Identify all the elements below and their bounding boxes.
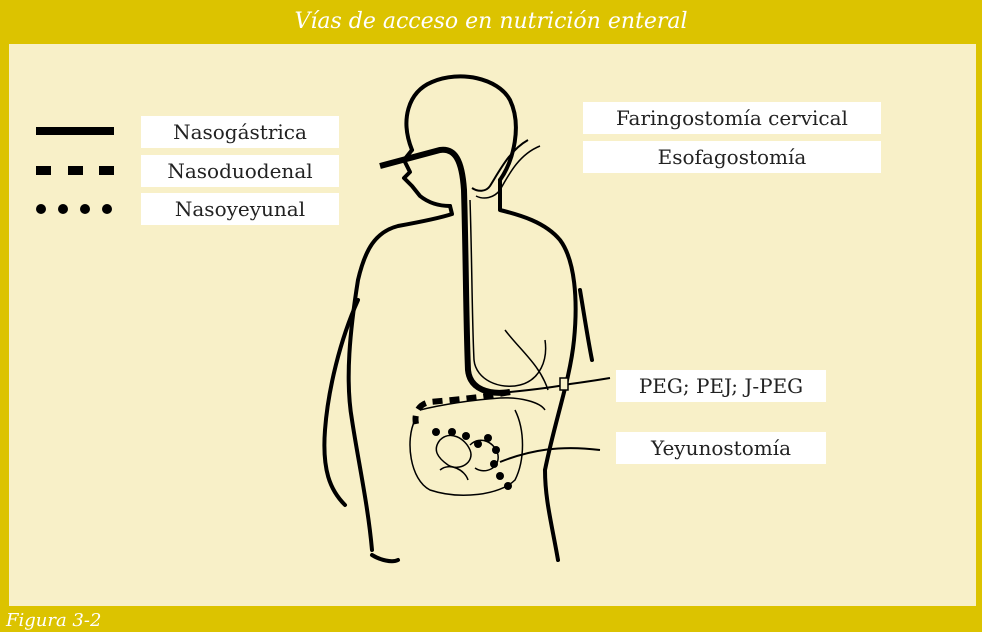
left-hip [372,555,398,561]
label-faringostomia: Faringostomía cervical [583,102,881,134]
left-torso [349,206,452,550]
intestine-loop-1 [436,435,471,467]
right-torso [500,180,576,470]
stomach-line [505,330,548,390]
right-arm [580,290,592,360]
label-esofagostomia: Esofagostomía [583,141,881,173]
colon [410,410,523,495]
right-hip [545,470,558,560]
figure-caption: Figura 3-2 [6,609,101,632]
stomach-outline [470,200,546,386]
intestine-loop-3 [440,467,468,480]
peg-connector [560,378,568,390]
label-peg: PEG; PEJ; J-PEG [616,370,826,402]
label-yeyunostomia: Yeyunostomía [616,432,826,464]
